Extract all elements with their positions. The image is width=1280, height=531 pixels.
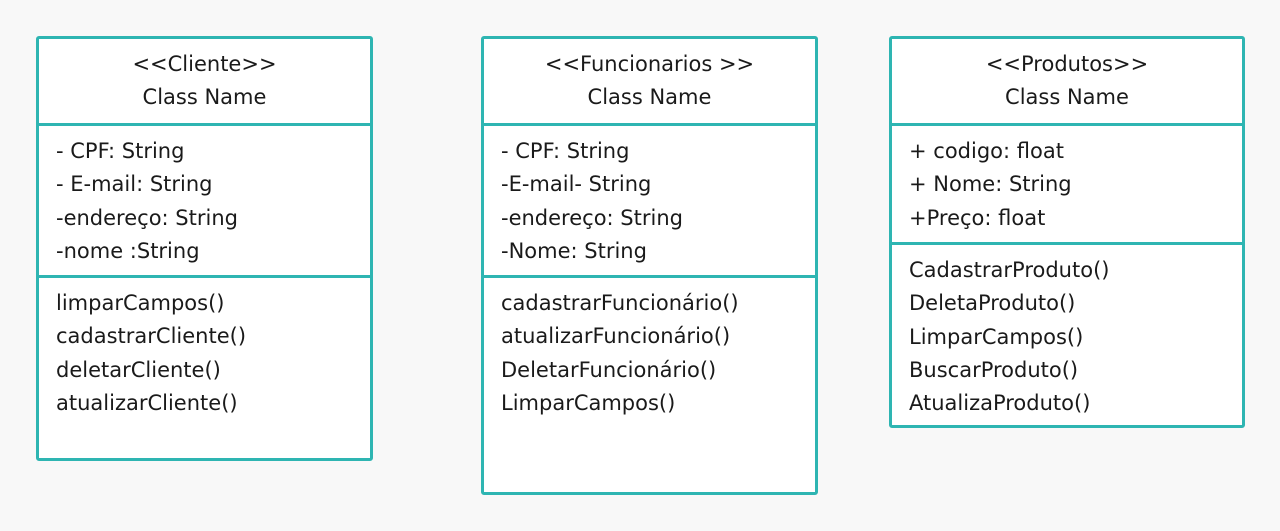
attribute: + Nome: String bbox=[909, 172, 1072, 197]
class-box-cliente[interactable]: <<Cliente>> Class Name - CPF: String - E… bbox=[36, 36, 373, 461]
methods-section: cadastrarFuncionário() atualizarFuncioná… bbox=[484, 278, 815, 492]
method: BuscarProduto() bbox=[909, 357, 1079, 382]
attributes-section: - CPF: String - E-mail: String -endereço… bbox=[39, 126, 370, 278]
class-stereotype: <<Cliente>> bbox=[132, 52, 277, 76]
class-header: <<Cliente>> Class Name bbox=[39, 39, 370, 126]
method: CadastrarProduto() bbox=[909, 258, 1110, 282]
method: cadastrarCliente() bbox=[56, 324, 247, 349]
class-box-produtos[interactable]: <<Produtos>> Class Name + codigo: float … bbox=[889, 36, 1245, 428]
methods-section: CadastrarProduto() DeletaProduto() Limpa… bbox=[892, 245, 1242, 425]
method: atualizarCliente() bbox=[56, 390, 238, 415]
attribute: -endereço: String bbox=[501, 205, 683, 230]
attribute: -endereço: String bbox=[56, 205, 238, 230]
method: atualizarFuncionário() bbox=[501, 324, 731, 349]
class-name: Class Name bbox=[142, 85, 267, 109]
attributes-section: + codigo: float + Nome: String +Preço: f… bbox=[892, 126, 1242, 245]
attribute: - E-mail: String bbox=[56, 172, 213, 197]
method: deletarCliente() bbox=[56, 357, 221, 382]
attribute: -Nome: String bbox=[501, 238, 647, 263]
class-stereotype: <<Produtos>> bbox=[985, 52, 1149, 76]
method: AtualizaProduto() bbox=[909, 391, 1091, 416]
class-header: <<Funcionarios >> Class Name bbox=[484, 39, 815, 126]
class-name: Class Name bbox=[587, 85, 712, 109]
class-stereotype: <<Funcionarios >> bbox=[544, 52, 755, 76]
method: limparCampos() bbox=[56, 291, 225, 315]
attribute: -nome :String bbox=[56, 238, 200, 263]
class-box-funcionarios[interactable]: <<Funcionarios >> Class Name - CPF: Stri… bbox=[481, 36, 818, 495]
attribute: +Preço: float bbox=[909, 205, 1046, 230]
method: LimparCampos() bbox=[501, 390, 676, 415]
methods-section: limparCampos() cadastrarCliente() deleta… bbox=[39, 278, 370, 458]
method: cadastrarFuncionário() bbox=[501, 291, 739, 315]
method: DeletaProduto() bbox=[909, 291, 1076, 316]
attribute: + codigo: float bbox=[909, 139, 1064, 163]
attribute: - CPF: String bbox=[501, 139, 630, 163]
class-name: Class Name bbox=[1005, 85, 1129, 109]
attributes-section: - CPF: String -E-mail- String -endereço:… bbox=[484, 126, 815, 278]
method: LimparCampos() bbox=[909, 324, 1084, 349]
class-header: <<Produtos>> Class Name bbox=[892, 39, 1242, 126]
attribute: - CPF: String bbox=[56, 139, 185, 163]
attribute: -E-mail- String bbox=[501, 172, 652, 197]
method: DeletarFuncionário() bbox=[501, 357, 717, 382]
